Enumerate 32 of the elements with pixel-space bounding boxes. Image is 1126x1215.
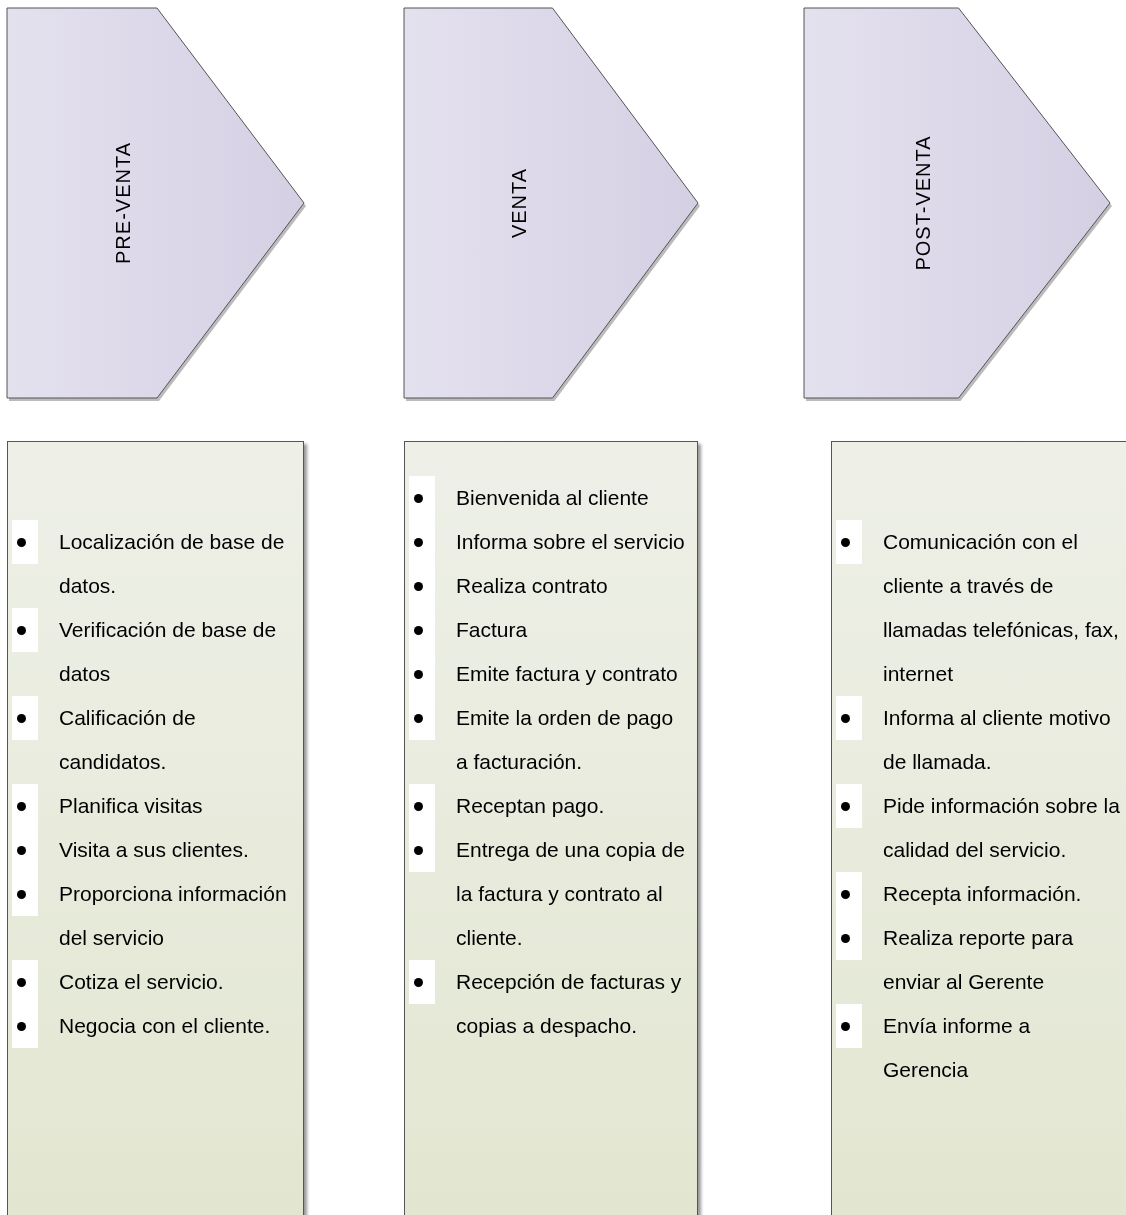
list-item: Envía informe a Gerencia [883, 1013, 1032, 1083]
list-item: Localización de base de datos. [59, 529, 286, 599]
chevron-shape [7, 8, 304, 398]
chevron-shape [804, 8, 1110, 398]
activity-panel [7, 441, 304, 1215]
list-item: Emite la orden de pago a facturación. [456, 705, 675, 775]
list-item: Receptan pago. [456, 793, 606, 819]
list-item: Recepción de facturas y copias a despacho. [456, 969, 683, 1039]
list-item: Factura [456, 617, 529, 643]
list-item: Calificación de candidatos. [59, 705, 197, 775]
list-item: Informa sobre el servicio [456, 529, 686, 555]
list-item: Realiza reporte para enviar al Gerente [883, 925, 1075, 995]
stage-label: POST-VENTA [911, 135, 935, 271]
list-item: Verificación de base de datos [59, 617, 278, 687]
list-item: Recepta información. [883, 881, 1083, 907]
list-item: Pide información sobre la calidad del servicio. [883, 793, 1121, 863]
list-item: Emite factura y contrato [456, 661, 679, 687]
list-item: Realiza contrato [456, 573, 609, 599]
list-item: Comunicación con el cliente a través de llamadas telefónicas, fax, internet [883, 529, 1120, 687]
stage-label: VENTA [507, 167, 531, 239]
list-item: Visita a sus clientes. [59, 837, 250, 863]
activity-panel [404, 441, 698, 1215]
stage-label: PRE-VENTA [111, 142, 135, 264]
list-item: Bienvenida al cliente [456, 485, 650, 511]
list-item: Informa al cliente motivo de llamada. [883, 705, 1112, 775]
list-item: Planifica visitas [59, 793, 204, 819]
list-item: Cotiza el servicio. [59, 969, 225, 995]
chevron-shape [404, 8, 698, 398]
list-item: Entrega de una copia de la factura y contrato al cliente. [456, 837, 686, 951]
list-item: Proporciona información del servicio [59, 881, 288, 951]
list-item: Negocia con el cliente. [59, 1013, 272, 1039]
activity-panel [831, 441, 1126, 1215]
